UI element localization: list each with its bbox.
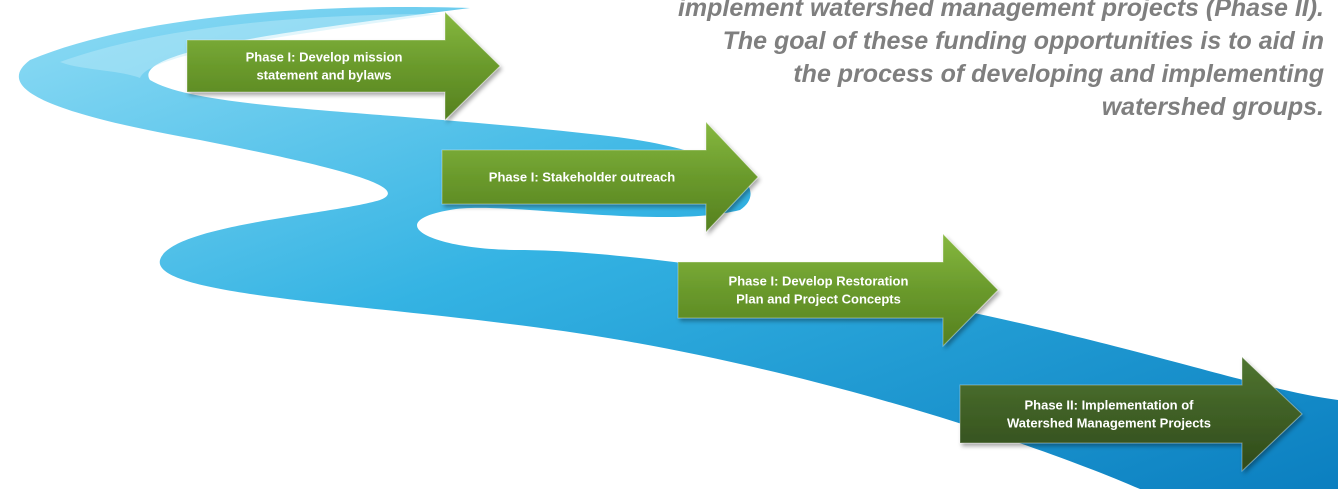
river-highlight (60, 14, 440, 78)
phase-arrow-4: Phase II: Implementation of Watershed Man… (959, 355, 1303, 473)
phase-label-line-2: Watershed Management Projects (1007, 416, 1211, 431)
phase-arrow-shape (959, 355, 1303, 473)
river-shape (18, 6, 1338, 489)
phase-arrow-shape (186, 10, 501, 122)
intro-paragraph: implement watershed management projects … (524, 0, 1324, 124)
intro-line-4: watershed groups. (1101, 93, 1324, 121)
phase-label-line-1: Phase II: Implementation of (1024, 398, 1194, 413)
phase-arrow-1: Phase I: Develop mission statement and by… (186, 10, 501, 122)
phase-label-line-2: Plan and Project Concepts (736, 292, 901, 307)
phase-arrow-shape (677, 232, 999, 348)
intro-line-2: The goal of these funding opportunities … (722, 27, 1324, 55)
intro-line-3: the process of developing and implementi… (793, 60, 1324, 88)
phase-label-line-1: Phase I: Develop mission (246, 50, 403, 65)
intro-line-1: implement watershed management projects … (677, 0, 1324, 22)
phase-label-line-1: Phase I: Develop Restoration (729, 274, 909, 289)
phase-arrows: Phase I: Develop mission statement and by… (186, 10, 1303, 473)
phase-label-line-1: Phase I: Stakeholder outreach (489, 170, 675, 185)
phase-arrow-2: Phase I: Stakeholder outreach (441, 120, 759, 234)
phase-label-line-2: statement and bylaws (256, 68, 391, 83)
phase-arrow-shape (441, 120, 759, 234)
